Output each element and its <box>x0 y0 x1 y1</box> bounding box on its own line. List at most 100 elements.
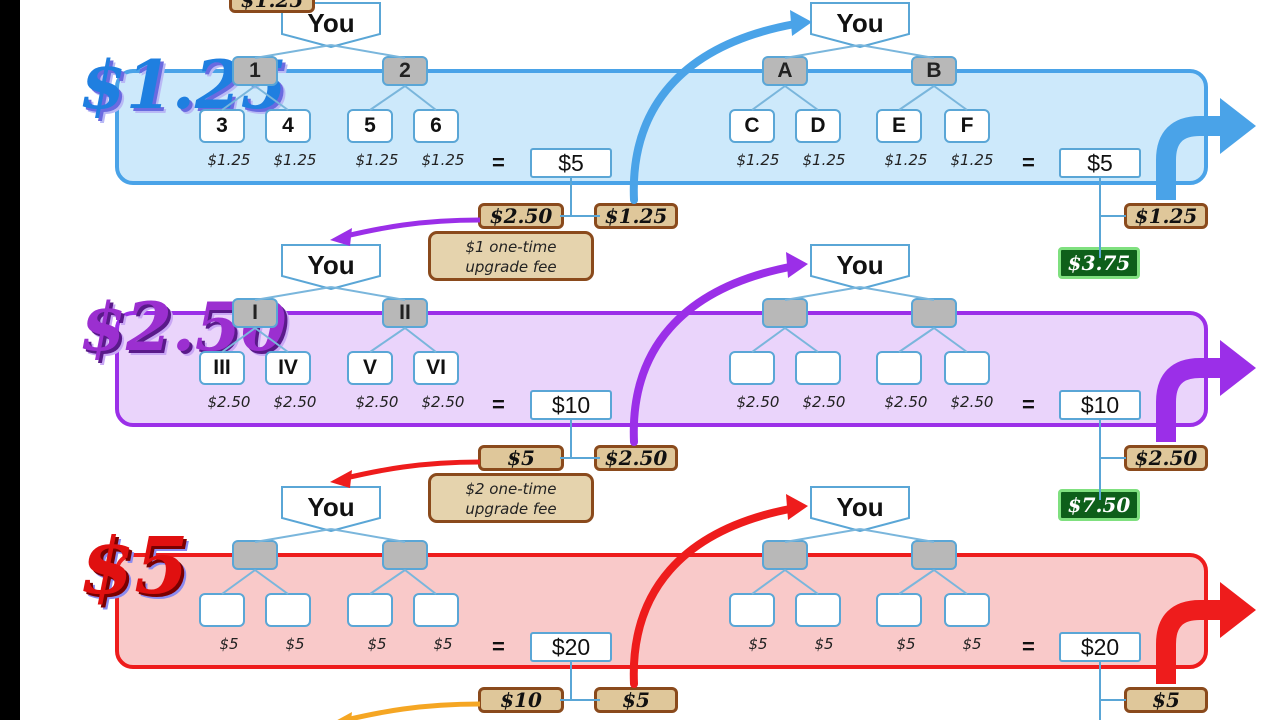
right-leaf-amount: $1.25 <box>950 151 994 169</box>
equals-sign: = <box>492 634 505 659</box>
left-total-box: $10 <box>530 390 612 420</box>
equals-sign: = <box>492 392 505 417</box>
fee-note-line1: $1 one-time <box>465 238 557 256</box>
left-tree-connector <box>221 569 256 595</box>
fee-note-line2: upgrade fee <box>465 500 557 518</box>
right-tree-connector <box>898 569 935 595</box>
right-leaf-amount: $2.50 <box>802 393 846 411</box>
pass-up-tag: $2.50 <box>594 445 678 471</box>
right-child-node <box>762 540 808 570</box>
left-tree-connector <box>404 569 437 595</box>
left-you-node: You <box>281 2 381 48</box>
right-tree-connector <box>933 85 968 111</box>
right-leaf-amount: $5 <box>748 635 768 653</box>
exit-arrow <box>1156 358 1222 442</box>
right-you-node: You <box>810 486 910 532</box>
right-total-box: $10 <box>1059 390 1141 420</box>
left-leaf-amount: $5 <box>285 635 305 653</box>
right-tree-connector <box>859 286 935 301</box>
left-tree-connector <box>369 327 406 353</box>
right-leaf-amount: $2.50 <box>736 393 780 411</box>
left-tree-connector <box>369 569 406 595</box>
fee-note-line1: $2 one-time <box>465 480 557 498</box>
upline-arrow <box>629 262 799 446</box>
left-tree-connector <box>404 85 437 111</box>
exit-arrow-head <box>1220 98 1256 154</box>
you-label: You <box>307 492 355 522</box>
left-leaf-amount: $1.25 <box>355 151 399 169</box>
right-tree-connector <box>751 327 786 353</box>
left-child-node: 1 <box>232 56 278 86</box>
equals-sign: = <box>492 150 505 175</box>
left-tree-connector <box>369 85 406 111</box>
right-leaf-amount: $5 <box>962 635 982 653</box>
upline-arrow-head <box>790 10 812 36</box>
upgrade-amount-tag: $5 <box>478 445 564 471</box>
right-leaf-amount: $5 <box>814 635 834 653</box>
left-tree-connector <box>330 528 406 543</box>
upgrade-amount-tag: $10 <box>478 687 564 713</box>
right-tree-connector <box>751 85 786 111</box>
left-leaf-amount: $2.50 <box>207 393 251 411</box>
right-tree-connector <box>933 569 968 595</box>
left-leaf-amount: $1.25 <box>207 151 251 169</box>
exit-arrow-head <box>1220 340 1256 396</box>
right-leaf-node: D <box>795 109 841 143</box>
left-leaf-node <box>413 593 459 627</box>
upgrade-arrow-head <box>337 712 352 720</box>
left-tree-connector <box>254 85 289 111</box>
upline-arrow <box>629 504 799 688</box>
you-label: You <box>836 250 884 280</box>
upgrade-arrow-head <box>330 470 352 488</box>
right-tree-connector <box>784 44 861 59</box>
left-leaf-amount: $1.25 <box>421 151 465 169</box>
right-leaf-amount: $1.25 <box>736 151 780 169</box>
right-you-node: You <box>810 2 910 48</box>
pass-up-tag: $1.25 <box>594 203 678 229</box>
right-leaf-amount: $5 <box>896 635 916 653</box>
equals-sign: = <box>1022 392 1035 417</box>
right-leaf-node <box>944 593 990 627</box>
equals-sign: = <box>1022 634 1035 659</box>
left-total-box: $5 <box>530 148 612 178</box>
you-label: You <box>836 492 884 522</box>
right-leaf-amount: $2.50 <box>950 393 994 411</box>
upgrade-arrow-head <box>330 228 352 246</box>
exit-arrow-head <box>1220 582 1256 638</box>
left-leaf-amount: $5 <box>367 635 387 653</box>
left-tree-connector <box>254 569 289 595</box>
you-label: You <box>307 8 355 38</box>
right-tree-connector <box>859 44 935 59</box>
left-tree-connector <box>404 327 437 353</box>
right-child-node: A <box>762 56 808 86</box>
left-black-border <box>0 0 20 720</box>
left-leaf-amount: $2.50 <box>273 393 317 411</box>
right-pass-up-tag: $5 <box>1124 687 1208 713</box>
right-tree-connector <box>784 286 861 301</box>
right-pass-up-tag: $1.25 <box>1124 203 1208 229</box>
left-child-node: II <box>382 298 428 328</box>
left-leaf-amount: $2.50 <box>355 393 399 411</box>
left-tree-connector <box>221 327 256 353</box>
left-child-node: 2 <box>382 56 428 86</box>
you-label: You <box>307 250 355 280</box>
left-tree-connector <box>221 85 256 111</box>
left-leaf-node: 4 <box>265 109 311 143</box>
right-total-box: $5 <box>1059 148 1141 178</box>
exit-arrow <box>1156 600 1222 684</box>
you-label: You <box>836 8 884 38</box>
upline-arrow-head <box>786 252 808 278</box>
right-tree-connector <box>859 528 935 543</box>
upline-arrow-head <box>786 494 808 520</box>
left-leaf-amount: $2.50 <box>421 393 465 411</box>
right-tree-connector <box>898 85 935 111</box>
upline-arrow <box>629 20 799 204</box>
left-leaf-node <box>347 593 393 627</box>
left-tree-connector <box>330 286 406 301</box>
left-you-node: You <box>281 244 381 290</box>
left-leaf-amount: $1.25 <box>273 151 317 169</box>
left-child-node: I <box>232 298 278 328</box>
left-tree-connector <box>254 327 289 353</box>
